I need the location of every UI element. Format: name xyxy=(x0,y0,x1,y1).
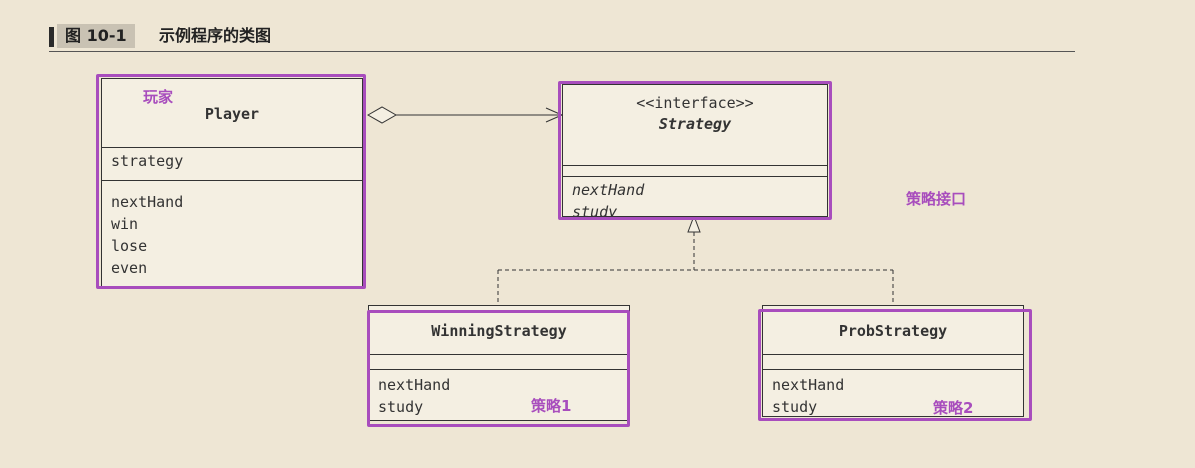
stereotype-label: <<interface>> xyxy=(636,94,754,112)
class-strategy: <<interface>> Strategy nextHand study xyxy=(562,84,828,221)
class-prob-strategy: ProbStrategy nextHand study xyxy=(762,305,1024,417)
figure-marker xyxy=(49,27,54,47)
method-item: nextHand xyxy=(378,376,451,394)
fields-section xyxy=(369,354,629,369)
method-item: even xyxy=(111,259,148,277)
method-item: study xyxy=(572,203,618,221)
method-item: lose xyxy=(111,237,148,255)
highlight-player xyxy=(96,74,366,289)
field-item: strategy xyxy=(111,152,184,170)
fields-section: strategy xyxy=(102,147,362,180)
method-item: nextHand xyxy=(111,193,184,211)
header-rule xyxy=(49,51,1075,52)
aggregation-diamond xyxy=(366,106,398,124)
methods-section: nextHand study xyxy=(763,369,1023,418)
figure-title: 示例程序的类图 xyxy=(159,26,272,45)
interface-name-strategy: Strategy xyxy=(658,115,732,133)
fields-section xyxy=(563,165,827,176)
highlight-prob xyxy=(758,309,1032,421)
method-item: win xyxy=(111,215,139,233)
fields-section xyxy=(763,354,1023,369)
class-player: Player strategy nextHand win lose even xyxy=(101,78,363,287)
method-item: study xyxy=(378,398,424,416)
method-item: study xyxy=(772,398,818,416)
highlight-winning xyxy=(367,310,630,427)
class-name-prob: ProbStrategy xyxy=(838,322,948,340)
highlight-strategy xyxy=(558,81,832,220)
annotation-strategy: 策略接口 xyxy=(906,190,967,208)
method-item: nextHand xyxy=(572,181,645,199)
annotation-winning: 策略1 xyxy=(531,397,572,415)
figure-label: 图 10-1 xyxy=(57,24,135,48)
figure-header: 图 10-1 示例程序的类图 xyxy=(49,24,1075,52)
methods-section: nextHand win lose even xyxy=(102,180,362,279)
methods-section: nextHand study xyxy=(563,176,827,223)
methods-section: nextHand study xyxy=(369,369,629,418)
class-winning-strategy: WinningStrategy nextHand study xyxy=(368,305,630,421)
method-item: nextHand xyxy=(772,376,845,394)
class-name-winning: WinningStrategy xyxy=(431,322,567,340)
annotation-prob: 策略2 xyxy=(933,399,974,417)
annotation-player: 玩家 xyxy=(143,88,174,106)
class-name-player: Player xyxy=(204,105,260,123)
